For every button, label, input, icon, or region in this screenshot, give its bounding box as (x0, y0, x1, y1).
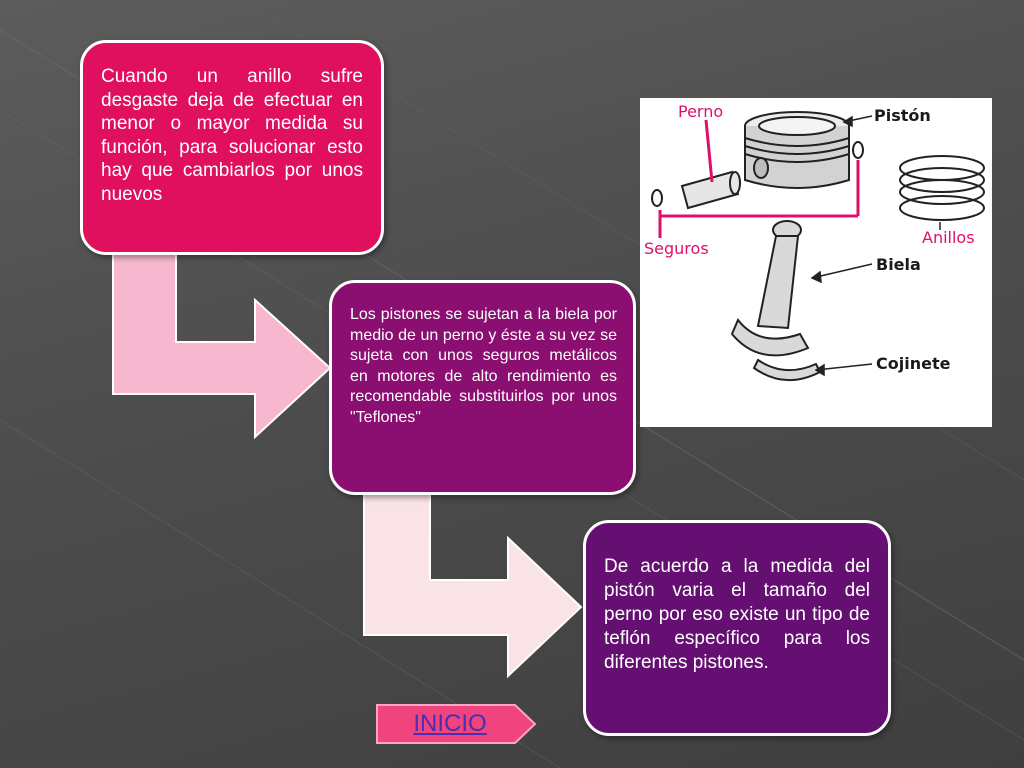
callout-lines (658, 119, 860, 238)
inicio-button[interactable]: INICIO (375, 703, 537, 745)
label-anillos: Anillos (922, 228, 975, 247)
inicio-button-shape (376, 704, 537, 744)
flow-arrow-1 (112, 251, 332, 440)
piston-drawing (744, 111, 850, 189)
piston-diagram-drawing (651, 111, 985, 382)
step-box-3: De acuerdo a la medida del pistón varia … (583, 520, 891, 736)
bearing-drawing (752, 358, 822, 382)
label-piston: Pistón (874, 106, 931, 125)
clip-right-drawing (852, 141, 864, 159)
step-box-1: Cuando un anillo sufre desgaste deja de … (80, 40, 384, 255)
rings-drawing (899, 155, 985, 221)
step-box-2: Los pistones se sujetan a la biela por m… (329, 280, 636, 495)
label-cojinete: Cojinete (876, 354, 951, 373)
label-biela: Biela (876, 255, 921, 274)
rod-drawing (730, 220, 810, 357)
step-box-2-text: Los pistones se sujetan a la biela por m… (350, 306, 617, 426)
pin-drawing (680, 170, 741, 210)
inicio-link[interactable]: INICIO (413, 710, 487, 737)
leader-lines (810, 115, 941, 377)
label-perno: Perno (678, 102, 724, 121)
step-box-3-text: De acuerdo a la medida del pistón varia … (604, 556, 870, 673)
piston-diagram: Perno Pistón Seguros Anillos Biela Cojin… (640, 98, 992, 427)
clip-left-drawing (651, 189, 663, 207)
label-seguros: Seguros (644, 239, 709, 258)
step-box-1-text: Cuando un anillo sufre desgaste deja de … (101, 66, 363, 205)
flow-arrow-2 (363, 492, 583, 679)
